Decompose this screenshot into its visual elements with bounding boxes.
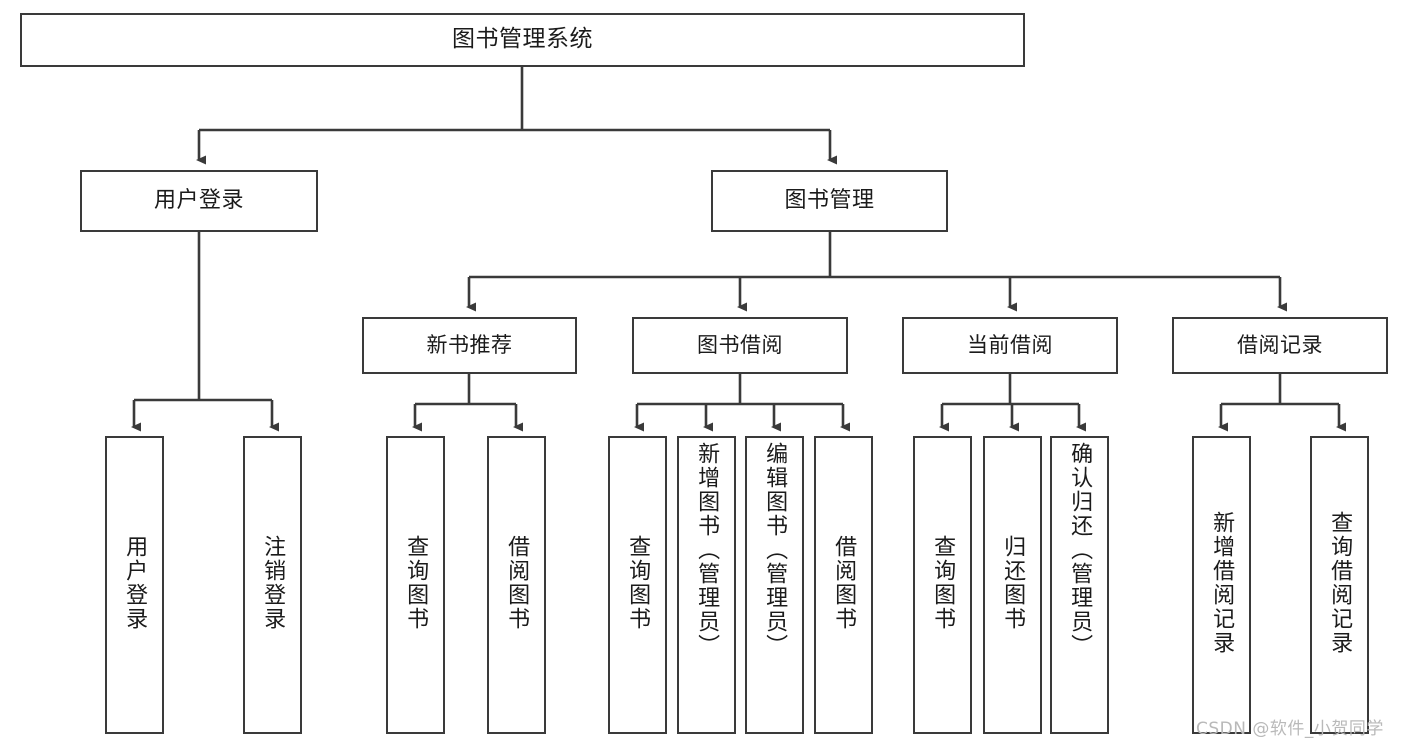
node-book-borrow-label: 图书借阅: [697, 332, 783, 357]
node-leaf-query-book-cb-label: 查询图书: [930, 535, 956, 631]
csdn-watermark: CSDN @软件_小贺同学: [1196, 719, 1384, 739]
node-root-label: 图书管理系统: [452, 26, 593, 53]
node-root[interactable]: 图书管理系统: [20, 13, 1025, 67]
node-user-login[interactable]: 用户登录: [80, 170, 318, 232]
node-leaf-borrow-book-bb[interactable]: 借阅图书: [814, 436, 873, 734]
node-leaf-query-record[interactable]: 查询借阅记录: [1310, 436, 1369, 734]
node-book-manage-label: 图书管理: [784, 187, 875, 213]
node-leaf-logout[interactable]: 注销登录: [243, 436, 302, 734]
node-leaf-query-book-rec[interactable]: 查询图书: [386, 436, 445, 734]
node-leaf-add-book[interactable]: 新增图书（管理员）: [677, 436, 736, 734]
node-current-borrow-label: 当前借阅: [967, 332, 1053, 357]
node-leaf-query-book-cb[interactable]: 查询图书: [913, 436, 972, 734]
node-leaf-return-book-label: 归还图书: [1000, 535, 1026, 631]
node-leaf-borrow-book-rec[interactable]: 借阅图书: [487, 436, 546, 734]
node-new-book-rec[interactable]: 新书推荐: [362, 317, 577, 374]
node-new-book-rec-label: 新书推荐: [426, 332, 513, 357]
node-leaf-user-login-label: 用户登录: [122, 535, 148, 631]
node-borrow-record-label: 借阅记录: [1237, 332, 1323, 357]
node-leaf-confirm-return-label: 确认归还（管理员）: [1067, 442, 1093, 658]
node-leaf-borrow-book-bb-label: 借阅图书: [831, 535, 857, 631]
node-leaf-edit-book-label: 编辑图书（管理员）: [762, 442, 788, 658]
node-leaf-edit-book[interactable]: 编辑图书（管理员）: [745, 436, 804, 734]
node-leaf-add-record-label: 新增借阅记录: [1209, 511, 1235, 655]
node-book-borrow[interactable]: 图书借阅: [632, 317, 848, 374]
node-leaf-query-book-rec-label: 查询图书: [403, 535, 429, 631]
node-current-borrow[interactable]: 当前借阅: [902, 317, 1118, 374]
node-leaf-borrow-book-rec-label: 借阅图书: [504, 535, 530, 631]
node-leaf-add-book-label: 新增图书（管理员）: [694, 442, 720, 658]
node-leaf-query-book-bb[interactable]: 查询图书: [608, 436, 667, 734]
node-leaf-query-record-label: 查询借阅记录: [1327, 511, 1353, 655]
node-leaf-logout-label: 注销登录: [260, 535, 286, 631]
node-borrow-record[interactable]: 借阅记录: [1172, 317, 1388, 374]
node-leaf-query-book-bb-label: 查询图书: [625, 535, 651, 631]
node-leaf-user-login[interactable]: 用户登录: [105, 436, 164, 734]
node-leaf-confirm-return[interactable]: 确认归还（管理员）: [1050, 436, 1109, 734]
node-user-login-label: 用户登录: [153, 187, 244, 213]
node-book-manage[interactable]: 图书管理: [711, 170, 948, 232]
node-leaf-return-book[interactable]: 归还图书: [983, 436, 1042, 734]
node-leaf-add-record[interactable]: 新增借阅记录: [1192, 436, 1251, 734]
